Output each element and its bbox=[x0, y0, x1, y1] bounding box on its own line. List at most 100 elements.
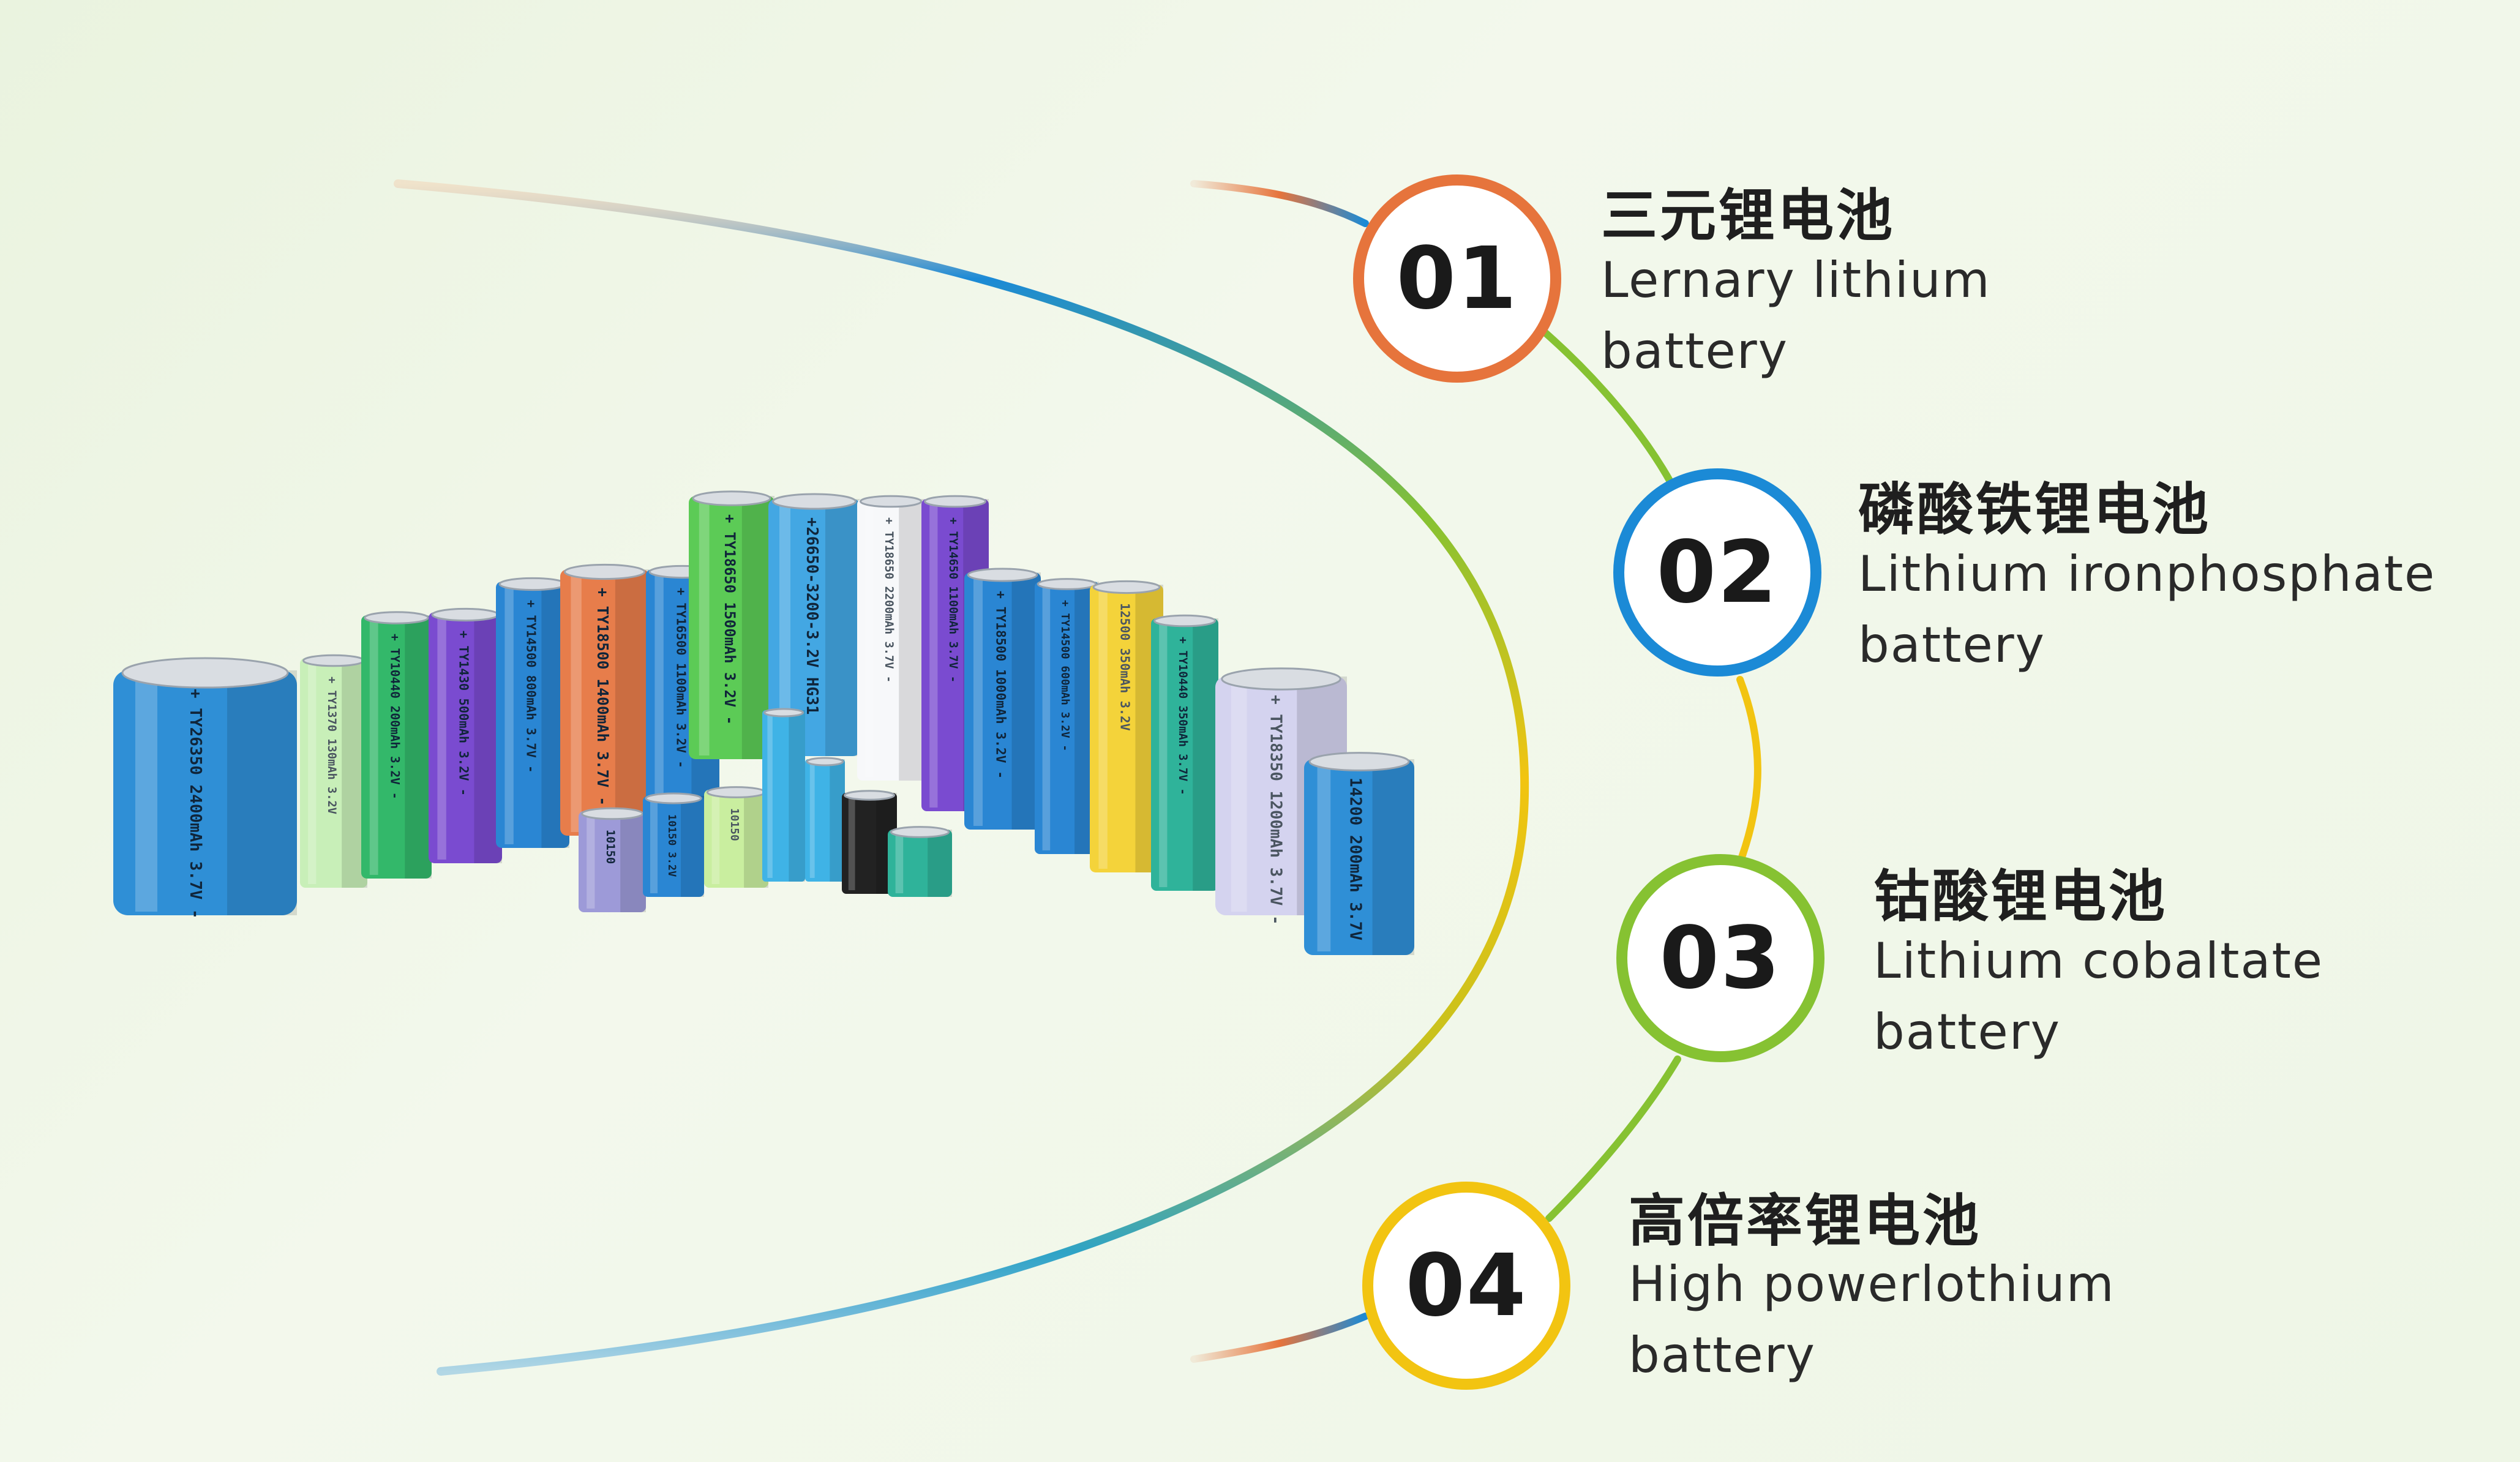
badge-02: 02 bbox=[1613, 468, 1821, 677]
battery-cell bbox=[762, 708, 805, 882]
battery-cap bbox=[364, 611, 429, 624]
battery-cell: + TY18650 2200mAh 3.7V - bbox=[857, 495, 924, 781]
battery-body bbox=[1304, 759, 1414, 955]
battery-body bbox=[1151, 618, 1218, 891]
battery-cell: + TY18500 1400mAh 3.7V - bbox=[560, 563, 649, 836]
battery-shade bbox=[405, 615, 432, 879]
battery-body bbox=[964, 572, 1041, 830]
title-cn-03: 钴酸锂电池 bbox=[1873, 864, 2168, 929]
battery-cap bbox=[967, 568, 1038, 582]
battery-cell: + TY18650 1500mAh 3.2V - bbox=[689, 490, 774, 759]
battery-label: 10150 3.2V bbox=[666, 814, 678, 877]
title-en-01-line1: Lernary lithium bbox=[1601, 252, 1991, 309]
title-en-02-line2: battery bbox=[1858, 617, 2046, 673]
battery-cell: 10150 bbox=[704, 786, 768, 888]
battery-highlight bbox=[369, 619, 378, 875]
battery-cap bbox=[302, 654, 365, 667]
title-en-04: High powerlothium battery bbox=[1629, 1249, 2115, 1391]
battery-highlight bbox=[779, 503, 790, 752]
connector-top-tail bbox=[1190, 180, 1369, 227]
battery-body bbox=[429, 612, 502, 863]
battery-body bbox=[768, 499, 860, 756]
battery-cap bbox=[890, 826, 950, 838]
battery-cell: + TY14500 600mAh 3.2V - bbox=[1035, 578, 1099, 854]
connector-bot-tail bbox=[1190, 1313, 1369, 1363]
battery-body bbox=[857, 499, 924, 781]
title-en-03-line2: battery bbox=[1873, 1003, 2061, 1060]
badge-01: 01 bbox=[1353, 174, 1561, 383]
battery-highlight bbox=[571, 573, 582, 832]
battery-cap bbox=[121, 657, 289, 689]
battery-cap bbox=[581, 807, 643, 820]
battery-label: + TY18500 1400mAh 3.7V - bbox=[594, 588, 612, 806]
battery-body bbox=[689, 496, 774, 759]
battery-shade bbox=[1193, 618, 1218, 891]
battery-highlight bbox=[1317, 763, 1331, 951]
badge-number-01: 01 bbox=[1396, 228, 1518, 329]
battery-highlight bbox=[848, 797, 855, 890]
battery-cap bbox=[860, 495, 922, 508]
battery-body bbox=[805, 759, 845, 882]
battery-highlight bbox=[650, 800, 658, 893]
battery-label: + TY1370 130mAh 3.2V bbox=[325, 677, 338, 814]
badge-number-04: 04 bbox=[1405, 1235, 1528, 1336]
battery-cap bbox=[498, 577, 567, 591]
battery-highlight bbox=[1098, 588, 1108, 869]
big-arc bbox=[394, 179, 1529, 1376]
battery-cell: + TY1430 500mAh 3.2V - bbox=[429, 607, 502, 863]
battery-shade bbox=[620, 811, 646, 912]
title-en-03-line1: Lithium cobaltate bbox=[1873, 932, 2324, 989]
battery-body bbox=[361, 615, 432, 879]
battery-cap bbox=[763, 708, 804, 718]
battery-body bbox=[496, 582, 569, 848]
badge-number-02: 02 bbox=[1656, 522, 1779, 623]
battery-label: 10150 bbox=[728, 808, 741, 841]
battery-body bbox=[888, 830, 952, 897]
battery-label: + TY18650 1500mAh 3.2V - bbox=[721, 514, 738, 725]
battery-highlight bbox=[865, 503, 874, 777]
battery-label: 14200 200mAh 3.7V bbox=[1346, 778, 1365, 940]
battery-label: + TY10440 350mAh 3.7V - bbox=[1176, 637, 1189, 795]
battery-shade bbox=[825, 499, 860, 756]
battery-cell: + TY10440 200mAh 3.2V - bbox=[361, 611, 432, 879]
battery-highlight bbox=[711, 793, 720, 884]
battery-cell: 10150 3.2V bbox=[643, 792, 704, 897]
battery-body bbox=[762, 710, 805, 882]
title-en-02-line1: Lithium ironphosphate bbox=[1858, 545, 2436, 602]
battery-highlight bbox=[504, 585, 514, 844]
battery-cell bbox=[805, 757, 845, 882]
title-en-01: Lernary lithium battery bbox=[1601, 245, 1991, 387]
battery-highlight bbox=[767, 714, 773, 878]
battery-cap bbox=[806, 757, 844, 767]
badge-04: 04 bbox=[1362, 1182, 1570, 1390]
battery-highlight bbox=[135, 674, 157, 912]
battery-body bbox=[643, 796, 704, 897]
battery-body bbox=[113, 670, 297, 915]
title-cn-01: 三元锂电池 bbox=[1601, 183, 1896, 249]
connector-2-3 bbox=[1736, 676, 1761, 861]
battery-body bbox=[579, 811, 646, 912]
battery-body bbox=[842, 793, 897, 894]
title-en-04-line2: battery bbox=[1629, 1327, 1816, 1384]
battery-cap bbox=[1153, 614, 1216, 628]
title-en-03: Lithium cobaltate battery bbox=[1873, 926, 2323, 1068]
battery-shade bbox=[789, 710, 805, 882]
battery-highlight bbox=[308, 662, 317, 884]
battery-body bbox=[300, 658, 367, 888]
connector-3-4 bbox=[1545, 1055, 1681, 1222]
battery-highlight bbox=[895, 833, 904, 893]
battery-shade bbox=[681, 796, 704, 897]
battery-cell bbox=[888, 826, 952, 897]
badge-number-03: 03 bbox=[1659, 908, 1782, 1008]
battery-shade bbox=[899, 499, 924, 781]
battery-highlight bbox=[587, 815, 595, 909]
battery-shade bbox=[615, 569, 649, 836]
battery-cap bbox=[645, 792, 702, 804]
battery-shade bbox=[928, 830, 952, 897]
battery-cell: + TY1370 130mAh 3.2V bbox=[300, 654, 367, 888]
battery-cap bbox=[1308, 752, 1410, 771]
battery-cell: + TY26350 2400mAh 3.7V - bbox=[113, 657, 297, 919]
battery-body bbox=[1035, 582, 1099, 854]
